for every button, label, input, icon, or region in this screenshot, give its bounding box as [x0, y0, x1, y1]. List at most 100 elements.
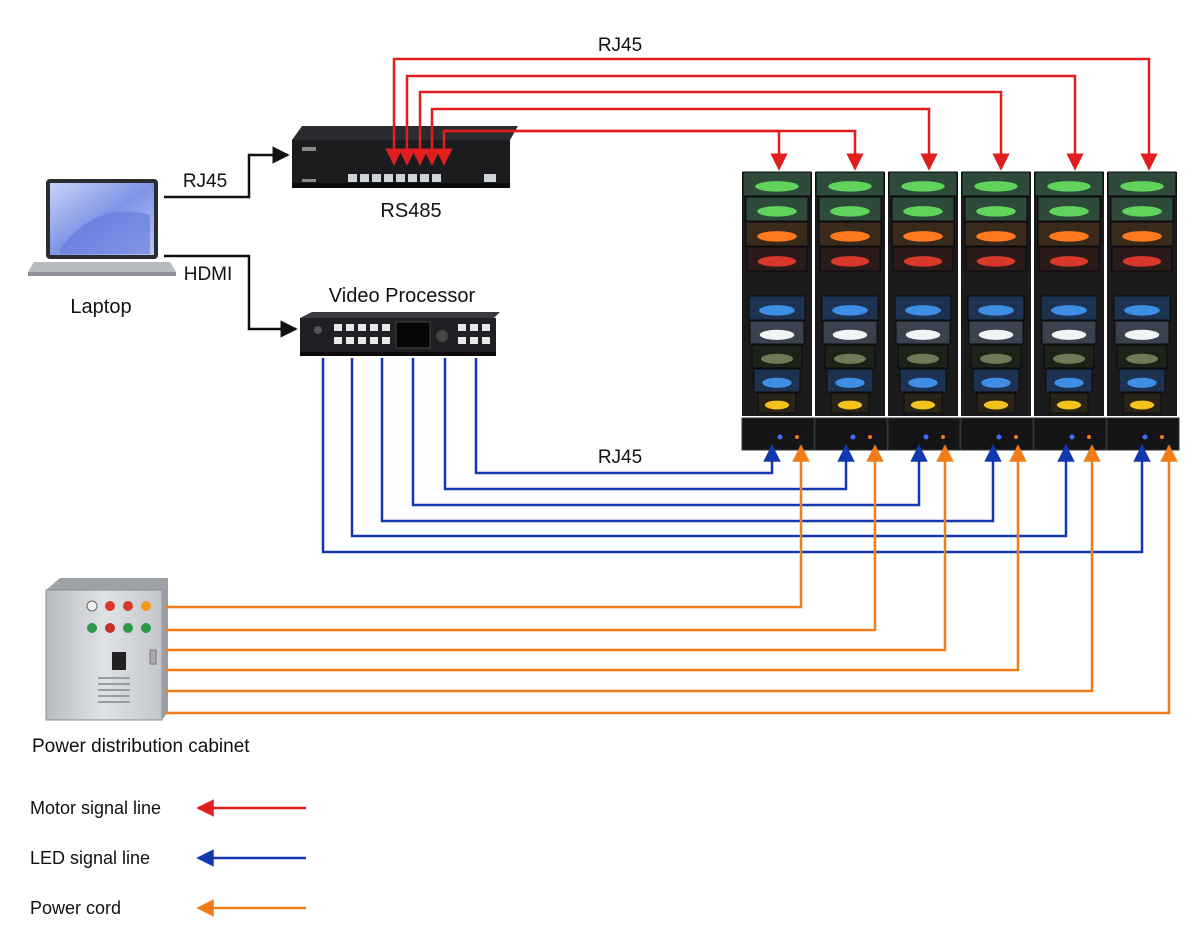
dark-car-image [907, 353, 939, 364]
blue-car-image [1127, 377, 1157, 388]
green-car-image [974, 181, 1018, 192]
red-car-image [830, 256, 870, 267]
dark-car-image [834, 353, 866, 364]
blue-car-image [1051, 305, 1087, 316]
white-car-image [832, 329, 868, 340]
dark-car-image [1126, 353, 1158, 364]
laptop-rj45-label: RJ45 [183, 171, 227, 192]
power-line-4 [166, 444, 1027, 672]
processor-screens-rj45-label: RJ45 [598, 447, 642, 468]
screen-base [1033, 417, 1107, 451]
led-screen-4 [960, 171, 1034, 451]
power-port [1160, 435, 1164, 439]
yellow-car-image [1129, 400, 1155, 410]
motor-line-6 [444, 129, 788, 171]
power-port [1087, 435, 1091, 439]
led-port [850, 434, 856, 440]
green-car-image [903, 206, 943, 217]
screens-group [741, 171, 1180, 451]
orange-car-image [830, 231, 870, 242]
motor-line-3 [411, 90, 1010, 171]
green-car-image [1122, 206, 1162, 217]
led-port [1142, 434, 1148, 440]
motor-line-1 [385, 57, 1158, 171]
green-car-image [755, 181, 799, 192]
blue-car-image [981, 377, 1011, 388]
dark-car-image [1053, 353, 1085, 364]
laptop-hdmi-line [164, 254, 298, 338]
cabinet-label: Power distribution cabinet [32, 736, 250, 757]
green-car-image [976, 206, 1016, 217]
white-car-image [978, 329, 1014, 340]
led-screen-6 [1106, 171, 1180, 451]
yellow-car-image [1056, 400, 1082, 410]
led-line-5 [350, 358, 1075, 538]
yellow-car-image [837, 400, 863, 410]
blue-car-image [1054, 377, 1084, 388]
red-car-image [1122, 256, 1162, 267]
blue-car-image [908, 377, 938, 388]
red-car-image [1049, 256, 1089, 267]
orange-car-image [976, 231, 1016, 242]
rs485-label: RS485 [380, 200, 441, 222]
orange-car-image [757, 231, 797, 242]
screen-panel [888, 171, 958, 197]
led-screen-1 [741, 171, 815, 451]
laptop-device [28, 179, 176, 276]
power-port [868, 435, 872, 439]
green-car-image [828, 181, 872, 192]
led-screen-5 [1033, 171, 1107, 451]
green-car-image [1047, 181, 1091, 192]
power-line-6 [166, 444, 1178, 715]
led-line-6 [321, 358, 1151, 554]
screen-panel [818, 196, 882, 222]
motor-line-4 [423, 107, 938, 171]
led-port [923, 434, 929, 440]
power-line-2 [166, 444, 884, 632]
orange-car-image [1122, 231, 1162, 242]
laptop-rj45-line [164, 146, 290, 199]
power-port [941, 435, 945, 439]
dark-car-image [761, 353, 793, 364]
yellow-car-image [983, 400, 1009, 410]
yellow-car-image [764, 400, 790, 410]
power-port [795, 435, 799, 439]
led-screen-3 [887, 171, 961, 451]
green-car-image [1049, 206, 1089, 217]
video-processor-label: Video Processor [329, 285, 476, 307]
legend-motor-label: Motor signal line [30, 798, 161, 818]
power-cord-lines [166, 444, 1178, 715]
green-car-image [830, 206, 870, 217]
power-line-5 [166, 444, 1101, 693]
blue-car-image [762, 377, 792, 388]
screen-base [814, 417, 888, 451]
blue-car-image [1124, 305, 1160, 316]
screen-panel [1111, 246, 1173, 272]
power-port [1014, 435, 1018, 439]
power-line-3 [166, 444, 954, 652]
orange-car-image [903, 231, 943, 242]
led-line-1 [474, 358, 781, 475]
laptop-hdmi-label: HDMI [184, 264, 233, 285]
yellow-car-image [910, 400, 936, 410]
red-car-image [903, 256, 943, 267]
video-processor-device [300, 312, 500, 356]
motor-signal-lines [385, 57, 1158, 171]
legend-led-label: LED signal line [30, 848, 150, 868]
orange-car-image [1049, 231, 1089, 242]
legend: Motor signal line LED signal line Power … [30, 798, 306, 918]
rs485-screens-rj45-label: RJ45 [598, 35, 642, 56]
led-line-3 [411, 358, 928, 507]
blue-car-image [835, 377, 865, 388]
led-port [777, 434, 783, 440]
red-car-image [757, 256, 797, 267]
led-port [1069, 434, 1075, 440]
screen-base [1106, 417, 1180, 451]
green-car-image [1120, 181, 1164, 192]
led-screen-2 [814, 171, 888, 451]
green-car-image [757, 206, 797, 217]
blue-car-image [978, 305, 1014, 316]
white-car-image [1051, 329, 1087, 340]
rs485-device [292, 126, 518, 188]
